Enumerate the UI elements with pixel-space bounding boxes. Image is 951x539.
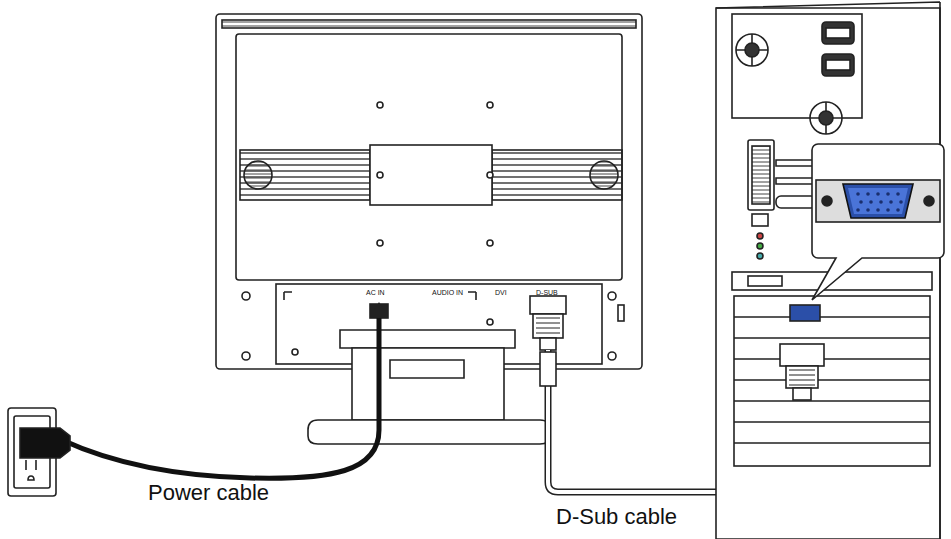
port-label: DVI (495, 289, 507, 296)
connector-pin (869, 200, 873, 204)
monitor-stand (352, 348, 504, 420)
connector-pin (886, 208, 890, 212)
power-plug (20, 428, 70, 458)
connector-pin (876, 192, 880, 196)
connector-pin (866, 208, 870, 212)
connector-pin (899, 200, 903, 204)
connector-pin (876, 208, 880, 212)
zoom-callout (812, 144, 944, 300)
monitor-back (216, 14, 642, 369)
vga-port (790, 305, 820, 321)
d-sub-port (530, 296, 566, 314)
connector-pin (879, 200, 883, 204)
port-label: D-SUB (536, 289, 558, 296)
connector-pin (866, 192, 870, 196)
connector-pin (859, 200, 863, 204)
ferrite-core (540, 352, 556, 386)
parallel-port (748, 140, 774, 210)
monitor-base (308, 420, 550, 444)
port-label: AC IN (366, 289, 385, 296)
connector-pin (886, 192, 890, 196)
port-label: AUDIO IN (432, 289, 463, 296)
connector-pin (856, 192, 860, 196)
connector-pin (896, 192, 900, 196)
cable-label: Power cable (148, 482, 269, 504)
connector-pin (896, 208, 900, 212)
connector-pin (856, 208, 860, 212)
power-cable (62, 318, 379, 478)
cable-label: D-Sub cable (556, 506, 677, 528)
vga-connector-zoom (843, 184, 913, 218)
connector-pin (889, 200, 893, 204)
